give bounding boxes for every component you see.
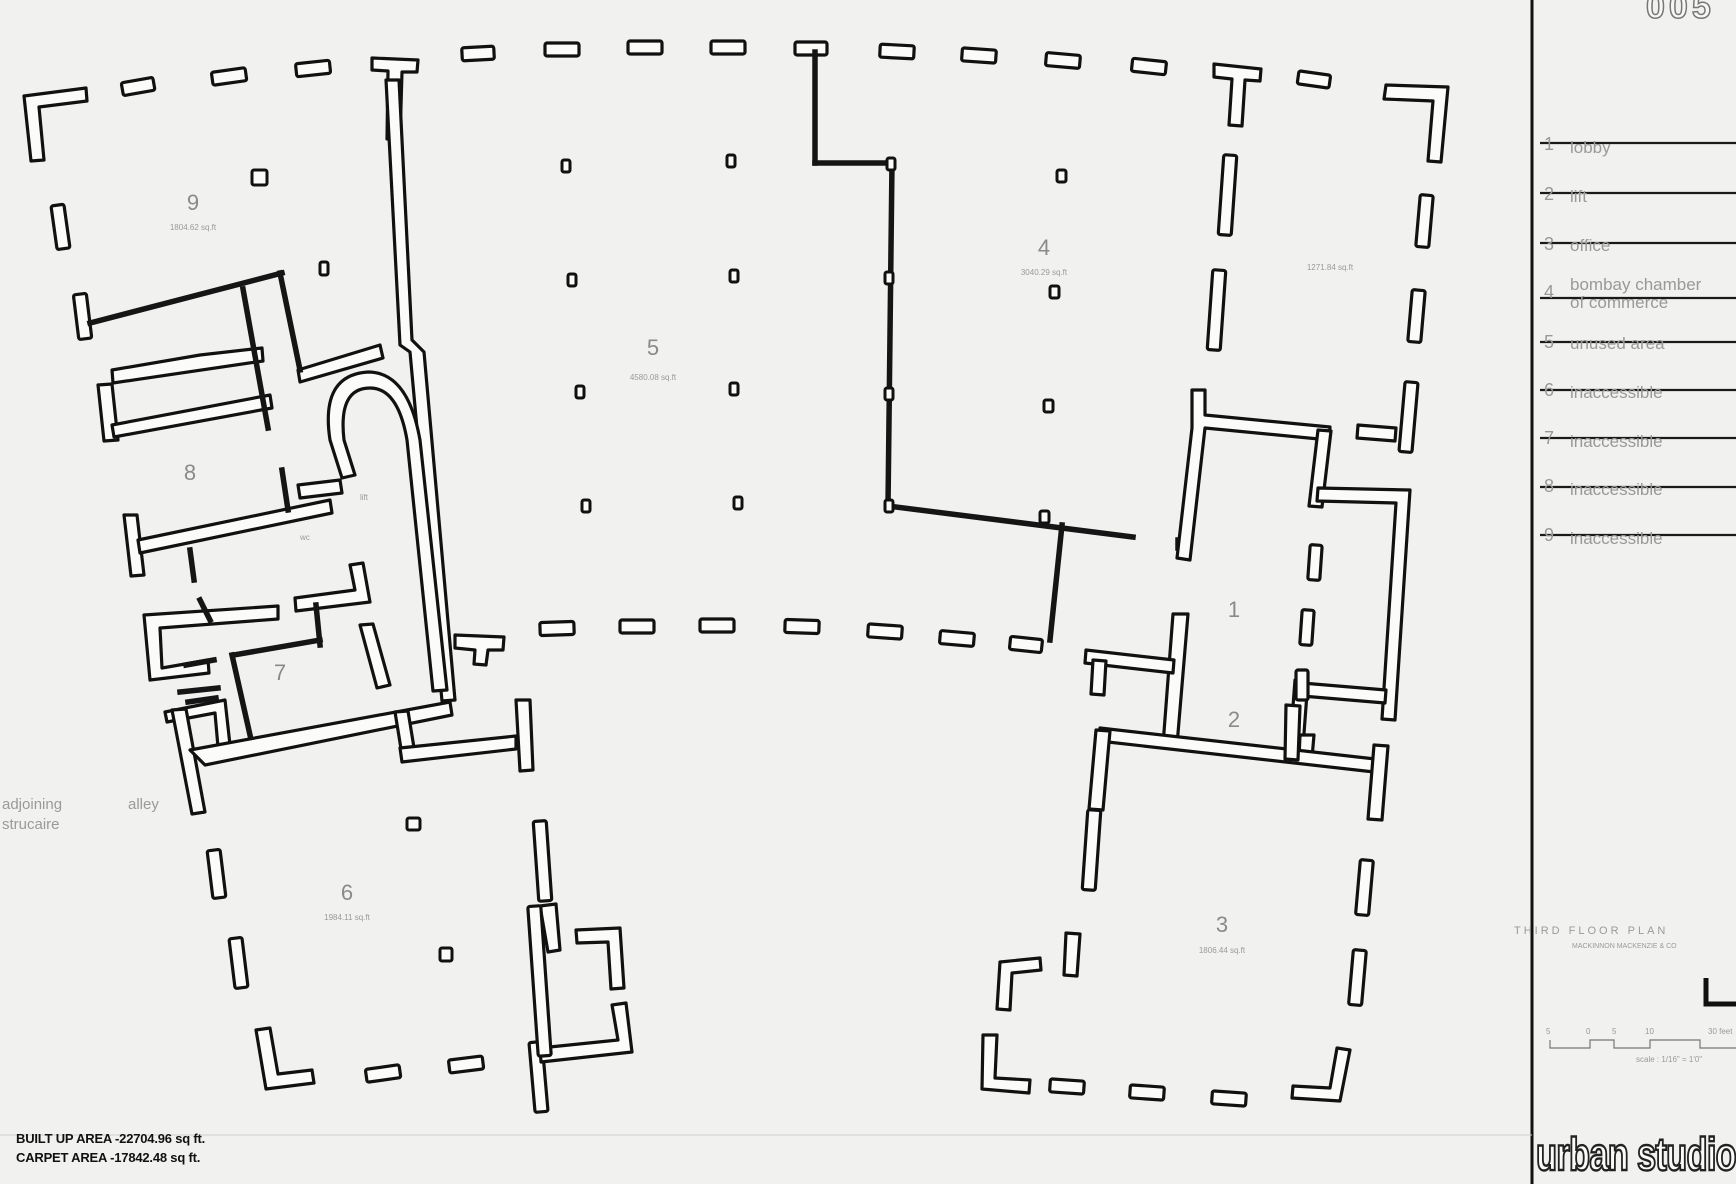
scale-tick-4: 30 feet bbox=[1708, 1027, 1733, 1036]
legend-num-3: 3 bbox=[1544, 234, 1554, 254]
legend-label-8: inaccessible bbox=[1570, 480, 1663, 499]
legend-label-4b: of commerce bbox=[1570, 293, 1668, 312]
left-wing-walls bbox=[86, 78, 535, 816]
room-9-number: 9 bbox=[187, 190, 199, 215]
right-wing-walls bbox=[1083, 388, 1412, 822]
room-4-number: 4 bbox=[1038, 235, 1050, 260]
scale-bar: 5 0 5 10 30 feet scale : 1/16" = 1'0" bbox=[1546, 1027, 1736, 1064]
legend-label-1: lobby bbox=[1570, 138, 1611, 157]
wc-label: wc bbox=[299, 533, 310, 542]
room-5-number: 5 bbox=[647, 335, 659, 360]
scale-tick-2: 5 bbox=[1612, 1027, 1617, 1036]
legend-label-7: inaccessible bbox=[1570, 432, 1663, 451]
legend-num-8: 8 bbox=[1544, 476, 1554, 496]
room-3-number: 3 bbox=[1216, 912, 1228, 937]
room-4-area: 3040.29 sq.ft bbox=[1021, 268, 1068, 277]
perimeter-walls bbox=[22, 39, 1450, 1114]
room-2-number: 2 bbox=[1228, 707, 1240, 732]
room-labels: 9 1804.62 sq.ft 8 7 6 1984.11 sq.ft 5 45… bbox=[170, 190, 1354, 955]
legend-label-2: lift bbox=[1570, 187, 1587, 206]
structure-label: strucaire bbox=[2, 816, 60, 833]
scale-text: scale : 1/16" = 1'0" bbox=[1636, 1055, 1702, 1064]
legend-num-6: 6 bbox=[1544, 380, 1554, 400]
extra-area-label: 1271.84 sq.ft bbox=[1307, 263, 1354, 272]
room-3-area: 1806.44 sq.ft bbox=[1199, 946, 1246, 955]
brand-logo: urban studio bbox=[1536, 1128, 1736, 1180]
lift-label: lift bbox=[360, 493, 369, 502]
room-6-number: 6 bbox=[341, 880, 353, 905]
room-7-number: 7 bbox=[274, 660, 286, 685]
context-labels: adjoining strucaire alley bbox=[2, 796, 159, 833]
legend-label-6: inaccessible bbox=[1570, 383, 1663, 402]
alley-label: alley bbox=[128, 796, 159, 813]
legend-num-9: 9 bbox=[1544, 525, 1554, 545]
legend-label-3: office bbox=[1570, 236, 1610, 255]
drawing-title: THIRD FLOOR PLAN bbox=[1514, 925, 1668, 937]
columns bbox=[250, 153, 1068, 963]
legend-label-5: unused area bbox=[1570, 334, 1665, 353]
legend-num-4: 4 bbox=[1544, 282, 1554, 302]
title-block: 005 1 lobby 2 lift 3 office 4 bombay cha… bbox=[1514, 0, 1736, 1184]
adjoining-label: adjoining bbox=[2, 796, 62, 813]
scale-tick-3: 10 bbox=[1645, 1027, 1654, 1036]
legend-label-4: bombay chamber bbox=[1570, 275, 1702, 294]
room-1-number: 1 bbox=[1228, 597, 1240, 622]
legend-num-7: 7 bbox=[1544, 428, 1554, 448]
scale-tick-1: 0 bbox=[1586, 1027, 1591, 1036]
legend-label-9: inaccessible bbox=[1570, 529, 1663, 548]
legend-num-1: 1 bbox=[1544, 134, 1554, 154]
room-9-area: 1804.62 sq.ft bbox=[170, 223, 217, 232]
built-up-area: BUILT UP AREA -22704.96 sq ft. bbox=[16, 1131, 206, 1146]
legend-num-5: 5 bbox=[1544, 332, 1554, 352]
room-8-number: 8 bbox=[184, 460, 196, 485]
room-6-area: 1984.11 sq.ft bbox=[324, 913, 370, 922]
scale-tick-0: 5 bbox=[1546, 1027, 1551, 1036]
sheet-number: 005 bbox=[1646, 0, 1715, 26]
legend-num-2: 2 bbox=[1544, 184, 1554, 204]
carpet-area: CARPET AREA -17842.48 sq ft. bbox=[16, 1150, 201, 1165]
legend: 1 lobby 2 lift 3 office 4 bombay chamber… bbox=[1540, 134, 1736, 548]
center-walls bbox=[812, 49, 1181, 644]
drawing-subtitle: MACKINNON MACKENZIE & CO bbox=[1572, 943, 1677, 950]
north-arrow-mark bbox=[1703, 978, 1736, 1007]
room-5-area: 4580.08 sq.ft bbox=[630, 373, 677, 382]
